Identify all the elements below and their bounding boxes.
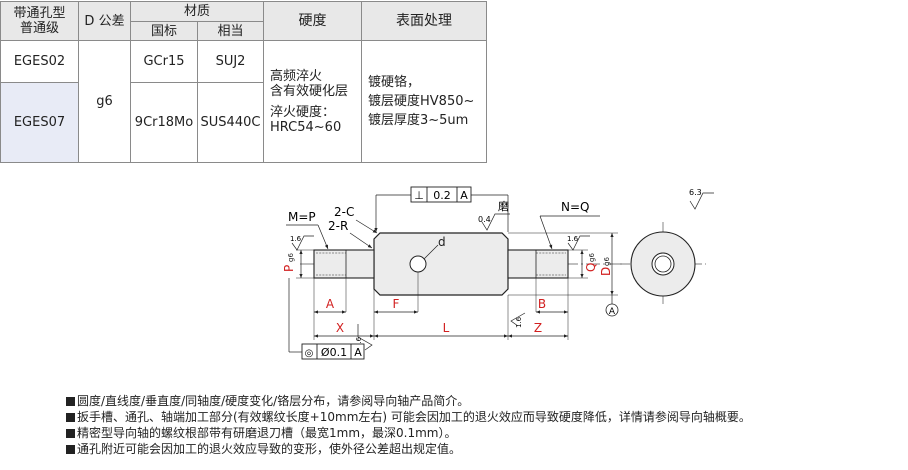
- right-stud: [507, 249, 569, 279]
- grind-label: 磨: [498, 200, 509, 213]
- q-tol-label: g6: [588, 253, 596, 262]
- f-dim-label: F: [393, 297, 400, 311]
- note-3: 精密型导向轴的螺纹根部带有研磨退刀槽（最宽1mm，最深0.1mm）。: [66, 425, 751, 441]
- radius-label: 2-R: [328, 219, 348, 233]
- hardness-line1: 高频淬火: [270, 68, 323, 84]
- bullet-square-icon: [66, 413, 75, 422]
- roughness-63: 6.3: [689, 188, 714, 210]
- x-dim-label: X: [336, 321, 344, 335]
- d-hole-label: d: [438, 235, 446, 249]
- roughness-16-right: 1.6: [567, 235, 590, 251]
- p-tol-label: g6: [287, 253, 295, 262]
- bullet-square-icon: [66, 397, 75, 406]
- spec-table: 带通孔型 普通级 D 公差 材质 硬度 表面处理 国标 相当 EGES02 g6…: [0, 1, 487, 163]
- p-dim-label: P: [282, 265, 296, 272]
- cell-mat-cn-1: GCr15: [130, 40, 198, 83]
- left-stud: [313, 249, 375, 279]
- svg-text:6.3: 6.3: [689, 188, 702, 197]
- roughness-16-left: 1.6: [290, 235, 314, 251]
- hardness-line3: 淬火硬度：: [270, 104, 336, 120]
- hardness-line4: HRC54~60: [270, 119, 342, 135]
- svg-text:A: A: [354, 346, 362, 359]
- svg-text:0.4: 0.4: [478, 215, 491, 224]
- header-part-line1: 带通孔型: [13, 6, 66, 21]
- surface-line1: 镀硬铬，: [368, 75, 421, 90]
- roughness-16-shoulder-right: 1.6: [510, 312, 526, 328]
- note-2: 扳手槽、通孔、轴端加工部分(有效螺纹长度+10mm左右) 可能会因加工的退火效应…: [66, 409, 751, 425]
- note-1: 圆度/直线度/垂直度/同轴度/硬度变化/铬层分布，请参阅导向轴产品简介。: [66, 393, 751, 409]
- d-dim-label: D: [599, 267, 613, 276]
- a-dim-label: A: [326, 297, 335, 311]
- svg-text:1.6: 1.6: [355, 336, 363, 348]
- svg-text:Ø0.1: Ø0.1: [321, 346, 347, 359]
- perpendicularity-frame: ⊥ 0.2 A: [410, 186, 472, 203]
- svg-text:0.2: 0.2: [433, 189, 451, 202]
- header-material-eq: 相当: [197, 21, 264, 41]
- n-eq-q-label: N=Q: [561, 200, 589, 214]
- svg-text:⊥: ⊥: [414, 189, 424, 202]
- header-tolerance: D 公差: [78, 1, 131, 41]
- notes: 圆度/直线度/垂直度/同轴度/硬度变化/铬层分布，请参阅导向轴产品简介。 扳手槽…: [66, 393, 751, 457]
- svg-text:A: A: [460, 189, 468, 202]
- svg-text:1.6: 1.6: [290, 235, 302, 243]
- roughness-16-shoulder-left: 1.6: [355, 324, 373, 351]
- l-dim-label: L: [443, 321, 450, 335]
- cell-part-2: EGES07: [0, 82, 79, 163]
- q-dim-label: Q: [584, 263, 598, 272]
- cell-mat-eq-2: SUS440C: [197, 82, 264, 163]
- cell-tolerance: g6: [78, 40, 131, 163]
- cell-hardness: 高频淬火 含有效硬化层 淬火硬度： HRC54~60: [263, 40, 362, 163]
- cell-part-1: EGES02: [0, 40, 79, 83]
- m-eq-p-label: M=P: [288, 210, 316, 224]
- svg-text:A: A: [609, 307, 616, 317]
- cell-mat-eq-1: SUJ2: [197, 40, 264, 83]
- note-4: 通孔附近可能会因加工的退火效应导致的变形，使外径公差超出规定值。: [66, 441, 751, 457]
- d-tol-label: g6: [603, 257, 611, 266]
- header-material: 材质: [130, 1, 264, 22]
- svg-text:◎: ◎: [305, 348, 314, 359]
- surface-line3: 镀层厚度3~5um: [368, 113, 469, 128]
- roughness-04: 0.4: [478, 213, 510, 231]
- surface-line2: 镀层硬度HV850~: [368, 94, 475, 109]
- header-part-line2: 普通级: [19, 21, 59, 36]
- b-dim-label: B: [538, 297, 546, 311]
- cell-mat-cn-2: 9Cr18Mo: [130, 82, 198, 163]
- chamfer-label: 2-C: [334, 205, 354, 219]
- bullet-square-icon: [66, 445, 75, 454]
- header-part: 带通孔型 普通级: [0, 1, 79, 41]
- hardness-line2: 含有效硬化层: [270, 83, 349, 99]
- svg-text:1.6: 1.6: [567, 235, 579, 243]
- header-hardness: 硬度: [263, 1, 362, 41]
- concentricity-frame: ◎ Ø0.1 A: [301, 343, 365, 360]
- bullet-square-icon: [66, 429, 75, 438]
- datum-a-marker: [605, 303, 619, 317]
- svg-text:1.6: 1.6: [515, 316, 523, 328]
- through-hole: [409, 255, 427, 273]
- header-material-cn: 国标: [130, 21, 198, 41]
- z-dim-label: Z: [534, 321, 542, 335]
- cell-surface: 镀硬铬， 镀层硬度HV850~ 镀层厚度3~5um: [361, 40, 487, 163]
- side-view: [620, 222, 706, 306]
